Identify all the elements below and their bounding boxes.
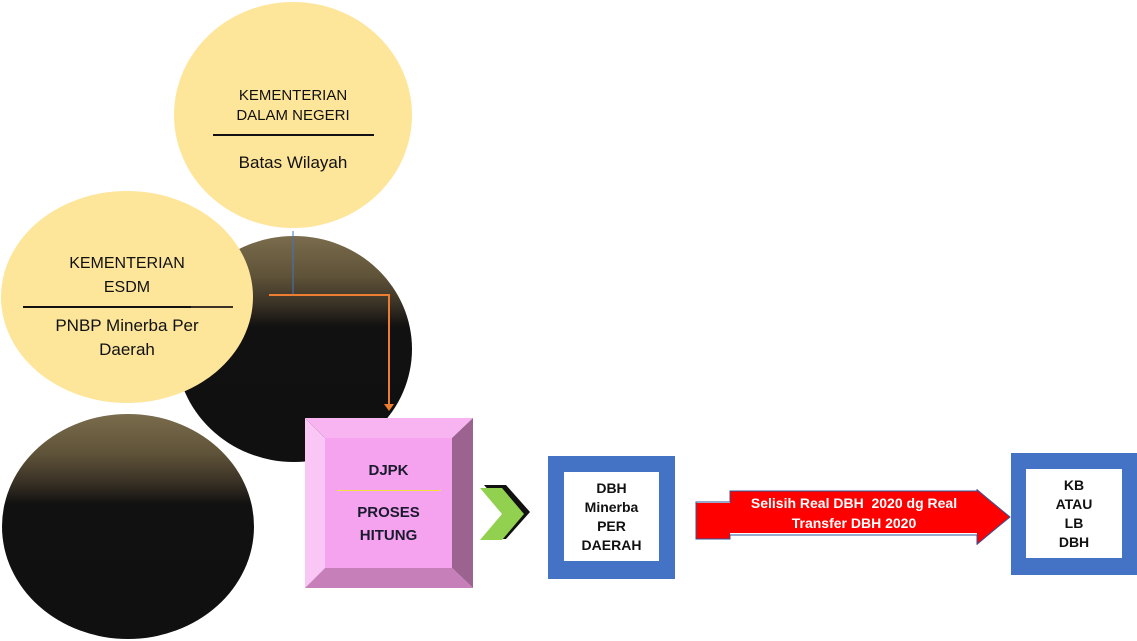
kemendagri-divider: [212, 133, 374, 136]
result-line3: LB: [1064, 514, 1084, 531]
esdm-title-line2: ESDM: [103, 279, 151, 296]
dark-circle-bottom-left: [2, 414, 254, 639]
node-djpk: DJPK PROSES HITUNG: [305, 418, 473, 588]
selisih-line1: Selisih Real DBH 2020 dg Real: [750, 495, 958, 511]
esdm-body-line1: PNBP Minerba Per: [55, 316, 199, 335]
dbh-minerba-inner: DBH Minerba PER DAERAH: [564, 472, 659, 561]
dbh-minerba-line2: Minerba: [584, 498, 639, 515]
djpk-face: DJPK PROSES HITUNG: [325, 438, 452, 568]
result-inner: KB ATAU LB DBH: [1026, 469, 1122, 558]
esdm-body-line2: Daerah: [99, 340, 155, 359]
chevron-right-icon: [480, 485, 530, 540]
kemendagri-title-line1: KEMENTERIAN: [238, 86, 348, 104]
node-kemendagri: KEMENTERIAN DALAM NEGERI Batas Wilayah: [174, 2, 412, 228]
selisih-line2: Transfer DBH 2020: [791, 515, 917, 531]
kemendagri-title-line2: DALAM NEGERI: [236, 106, 350, 124]
node-esdm: KEMENTERIAN ESDM PNBP Minerba Per Daerah: [1, 191, 253, 403]
dbh-minerba-line3: PER: [597, 517, 626, 534]
djpk-title: DJPK: [368, 462, 409, 479]
djpk-divider: [336, 490, 441, 491]
selisih-arrow: Selisih Real DBH 2020 dg Real Transfer D…: [694, 489, 1012, 545]
bevel-frame: [305, 418, 473, 588]
dbh-minerba-line1: DBH: [596, 479, 627, 496]
node-result: KB ATAU LB DBH: [1011, 453, 1137, 575]
result-line1: KB: [1063, 476, 1085, 493]
dbh-minerba-line4: DAERAH: [581, 536, 642, 553]
kemendagri-body: Batas Wilayah: [238, 152, 348, 172]
djpk-body-line1: PROSES: [357, 504, 420, 521]
djpk-body-line2: HITUNG: [359, 527, 418, 544]
selisih-text: Selisih Real DBH 2020 dg Real Transfer D…: [734, 493, 974, 533]
arrow-right-shape: [695, 489, 1011, 545]
result-line2: ATAU: [1055, 495, 1093, 512]
result-line4: DBH: [1058, 533, 1090, 550]
node-dbh-minerba: DBH Minerba PER DAERAH: [548, 456, 675, 579]
esdm-divider: [23, 306, 233, 308]
esdm-title-line1: KEMENTERIAN: [69, 255, 185, 272]
